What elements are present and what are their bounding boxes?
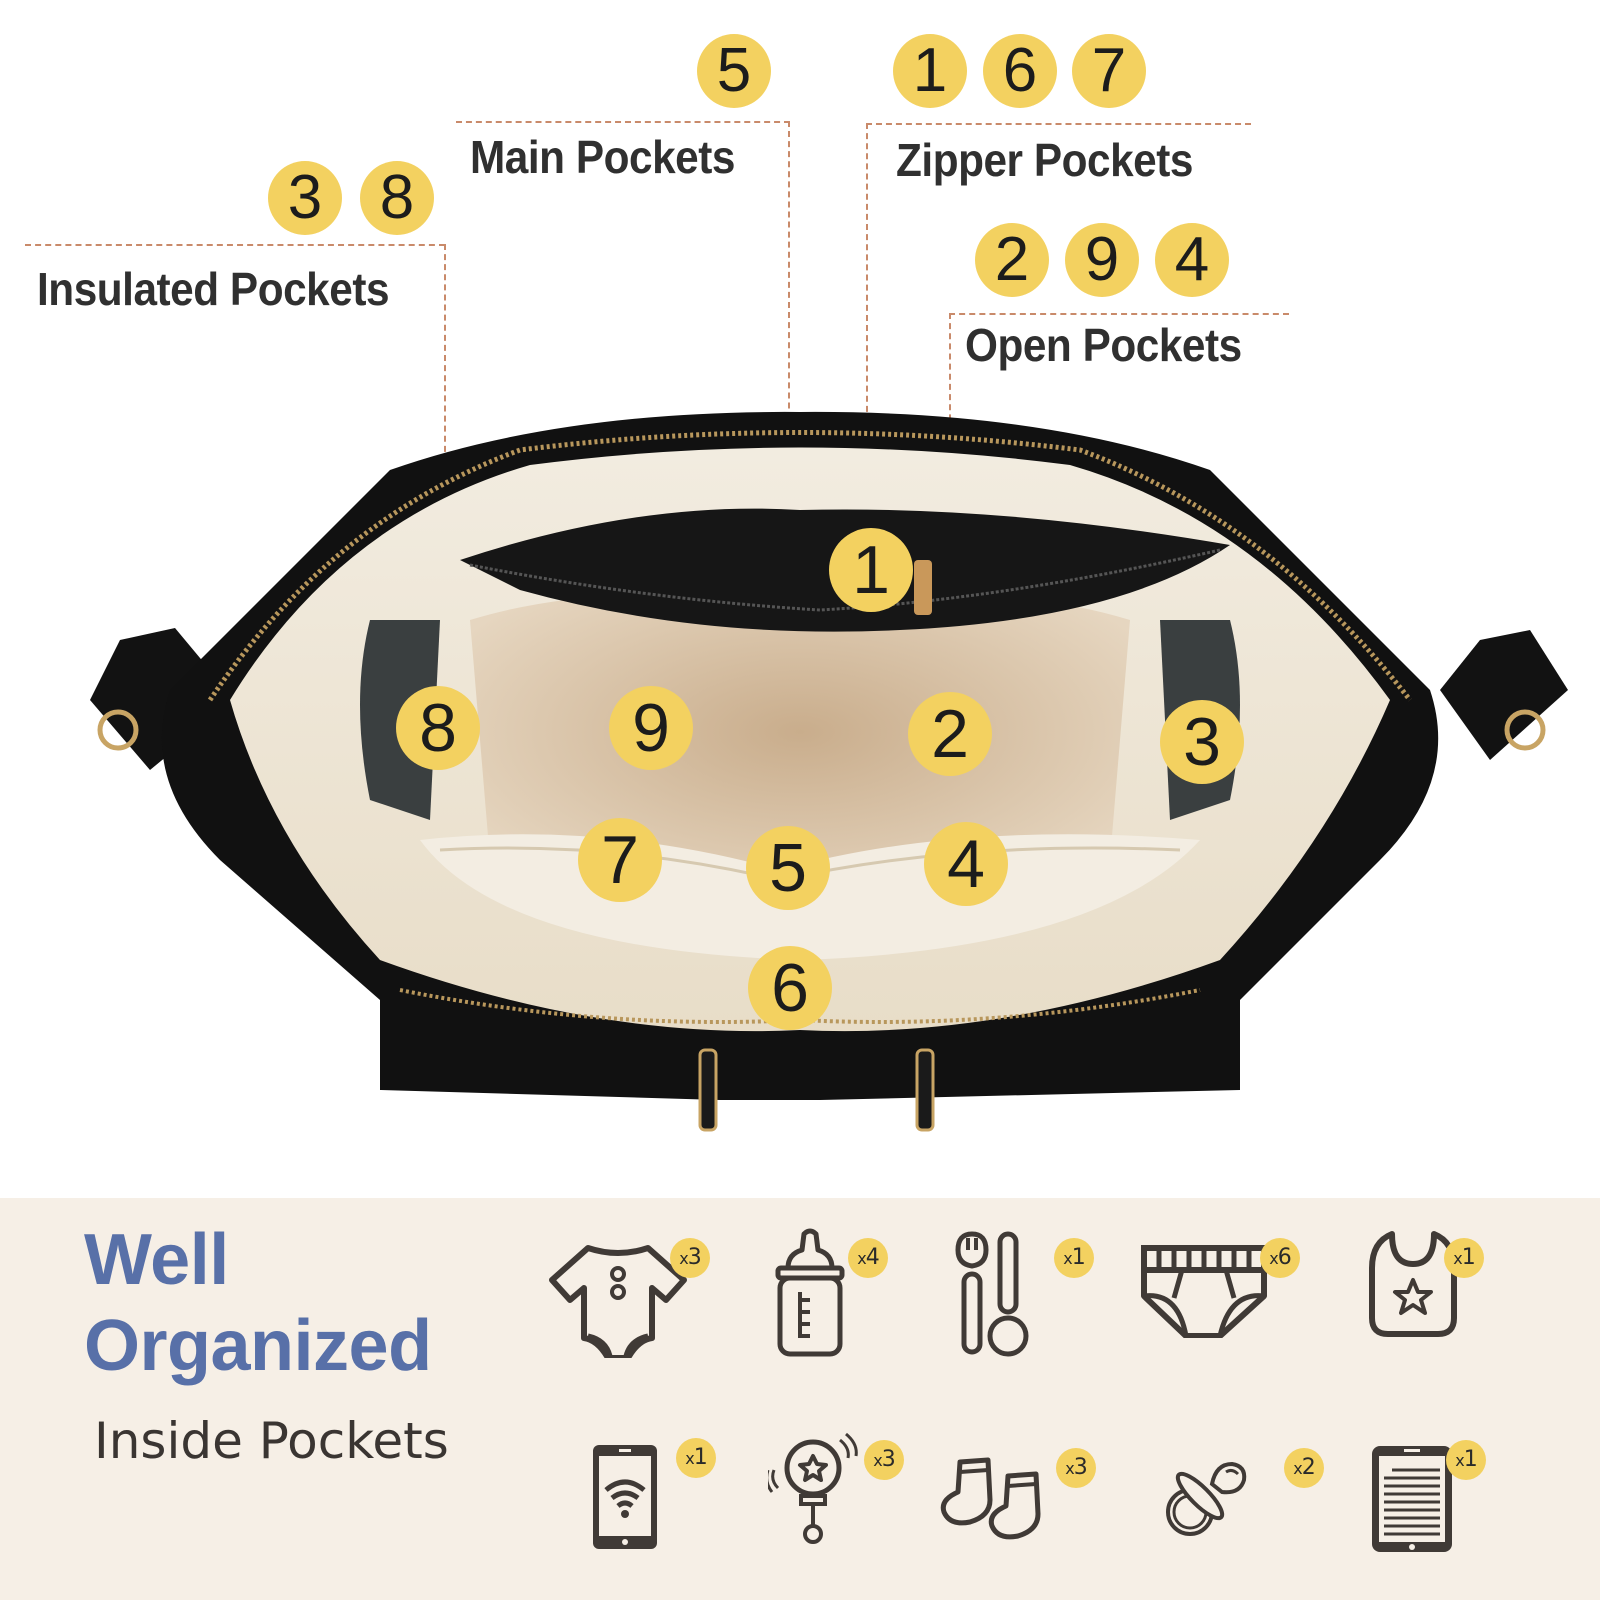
panel-title-line1: Well bbox=[84, 1220, 229, 1300]
baby-onesie-icon bbox=[549, 1245, 687, 1358]
marker-2: 2 bbox=[908, 692, 992, 776]
marker-6: 6 bbox=[748, 946, 832, 1030]
item-pacifier: x2 bbox=[1164, 1448, 1344, 1600]
insulated-pockets-badge-8: 8 bbox=[360, 161, 434, 235]
zipper-pockets-badge-7: 7 bbox=[1072, 34, 1146, 108]
item-socks: x3 bbox=[940, 1448, 1120, 1600]
item-tablet: x1 bbox=[1370, 1440, 1550, 1600]
item-utensils: x1 bbox=[948, 1228, 1128, 1388]
marker-3: 3 bbox=[1160, 700, 1244, 784]
zipper-pockets-leader bbox=[866, 123, 868, 523]
zipper-pockets-line bbox=[866, 123, 1251, 125]
main-pockets-label: Main Pockets bbox=[470, 131, 735, 183]
tablet-icon bbox=[1372, 1446, 1452, 1552]
panel-title-line2: Organized bbox=[84, 1306, 432, 1386]
qty-badge: x3 bbox=[670, 1238, 710, 1278]
marker-7: 7 bbox=[578, 818, 662, 902]
open-pockets-badge-9: 9 bbox=[1065, 223, 1139, 297]
marker-5: 5 bbox=[746, 826, 830, 910]
socks-icon bbox=[940, 1457, 1041, 1540]
qty-badge: x1 bbox=[1054, 1238, 1094, 1278]
qty-badge: x2 bbox=[1284, 1448, 1324, 1488]
item-phone: x1 bbox=[590, 1438, 770, 1600]
zipper-pockets-badge-1: 1 bbox=[893, 34, 967, 108]
main-pockets-badge-5: 5 bbox=[697, 34, 771, 108]
open-pockets-line bbox=[949, 313, 1289, 315]
baby-bottle-icon bbox=[775, 1228, 845, 1357]
item-onesie: x3 bbox=[548, 1228, 728, 1388]
qty-badge: x1 bbox=[1444, 1238, 1484, 1278]
qty-badge: x1 bbox=[1446, 1440, 1486, 1480]
open-pockets-badge-4: 4 bbox=[1155, 223, 1229, 297]
marker-9: 9 bbox=[609, 686, 693, 770]
pacifier-icon bbox=[1166, 1461, 1247, 1536]
main-pockets-line bbox=[456, 121, 790, 123]
inside-pockets-panel: Well Organized Inside Pockets x3 x4 x1 bbox=[0, 1198, 1600, 1600]
open-pockets-label: Open Pockets bbox=[965, 319, 1242, 371]
marker-1: 1 bbox=[829, 528, 913, 612]
diaper-icon bbox=[1141, 1245, 1267, 1338]
qty-badge: x6 bbox=[1260, 1238, 1300, 1278]
qty-badge: x3 bbox=[1056, 1448, 1096, 1488]
phone-icon bbox=[593, 1445, 657, 1549]
rattle-icon bbox=[768, 1432, 858, 1544]
fork-spoon-icon bbox=[955, 1231, 1029, 1357]
insulated-pockets-line bbox=[25, 244, 445, 246]
bib-icon bbox=[1369, 1231, 1457, 1337]
qty-badge: x1 bbox=[676, 1438, 716, 1478]
diaper-bag-interior-illustration bbox=[90, 411, 1568, 1132]
zipper-pockets-badge-6: 6 bbox=[983, 34, 1057, 108]
item-bottle: x4 bbox=[770, 1228, 950, 1388]
zipper-pockets-label: Zipper Pockets bbox=[896, 134, 1193, 186]
marker-8: 8 bbox=[396, 686, 480, 770]
insulated-pockets-label: Insulated Pockets bbox=[37, 263, 390, 315]
open-pockets-badge-2: 2 bbox=[975, 223, 1049, 297]
item-diaper: x6 bbox=[1140, 1228, 1320, 1388]
item-rattle: x3 bbox=[768, 1430, 948, 1590]
qty-badge: x3 bbox=[864, 1440, 904, 1480]
marker-4: 4 bbox=[924, 822, 1008, 906]
qty-badge: x4 bbox=[848, 1238, 888, 1278]
item-bib: x1 bbox=[1368, 1228, 1548, 1388]
panel-subtitle: Inside Pockets bbox=[94, 1412, 449, 1470]
insulated-pockets-badge-3: 3 bbox=[268, 161, 342, 235]
